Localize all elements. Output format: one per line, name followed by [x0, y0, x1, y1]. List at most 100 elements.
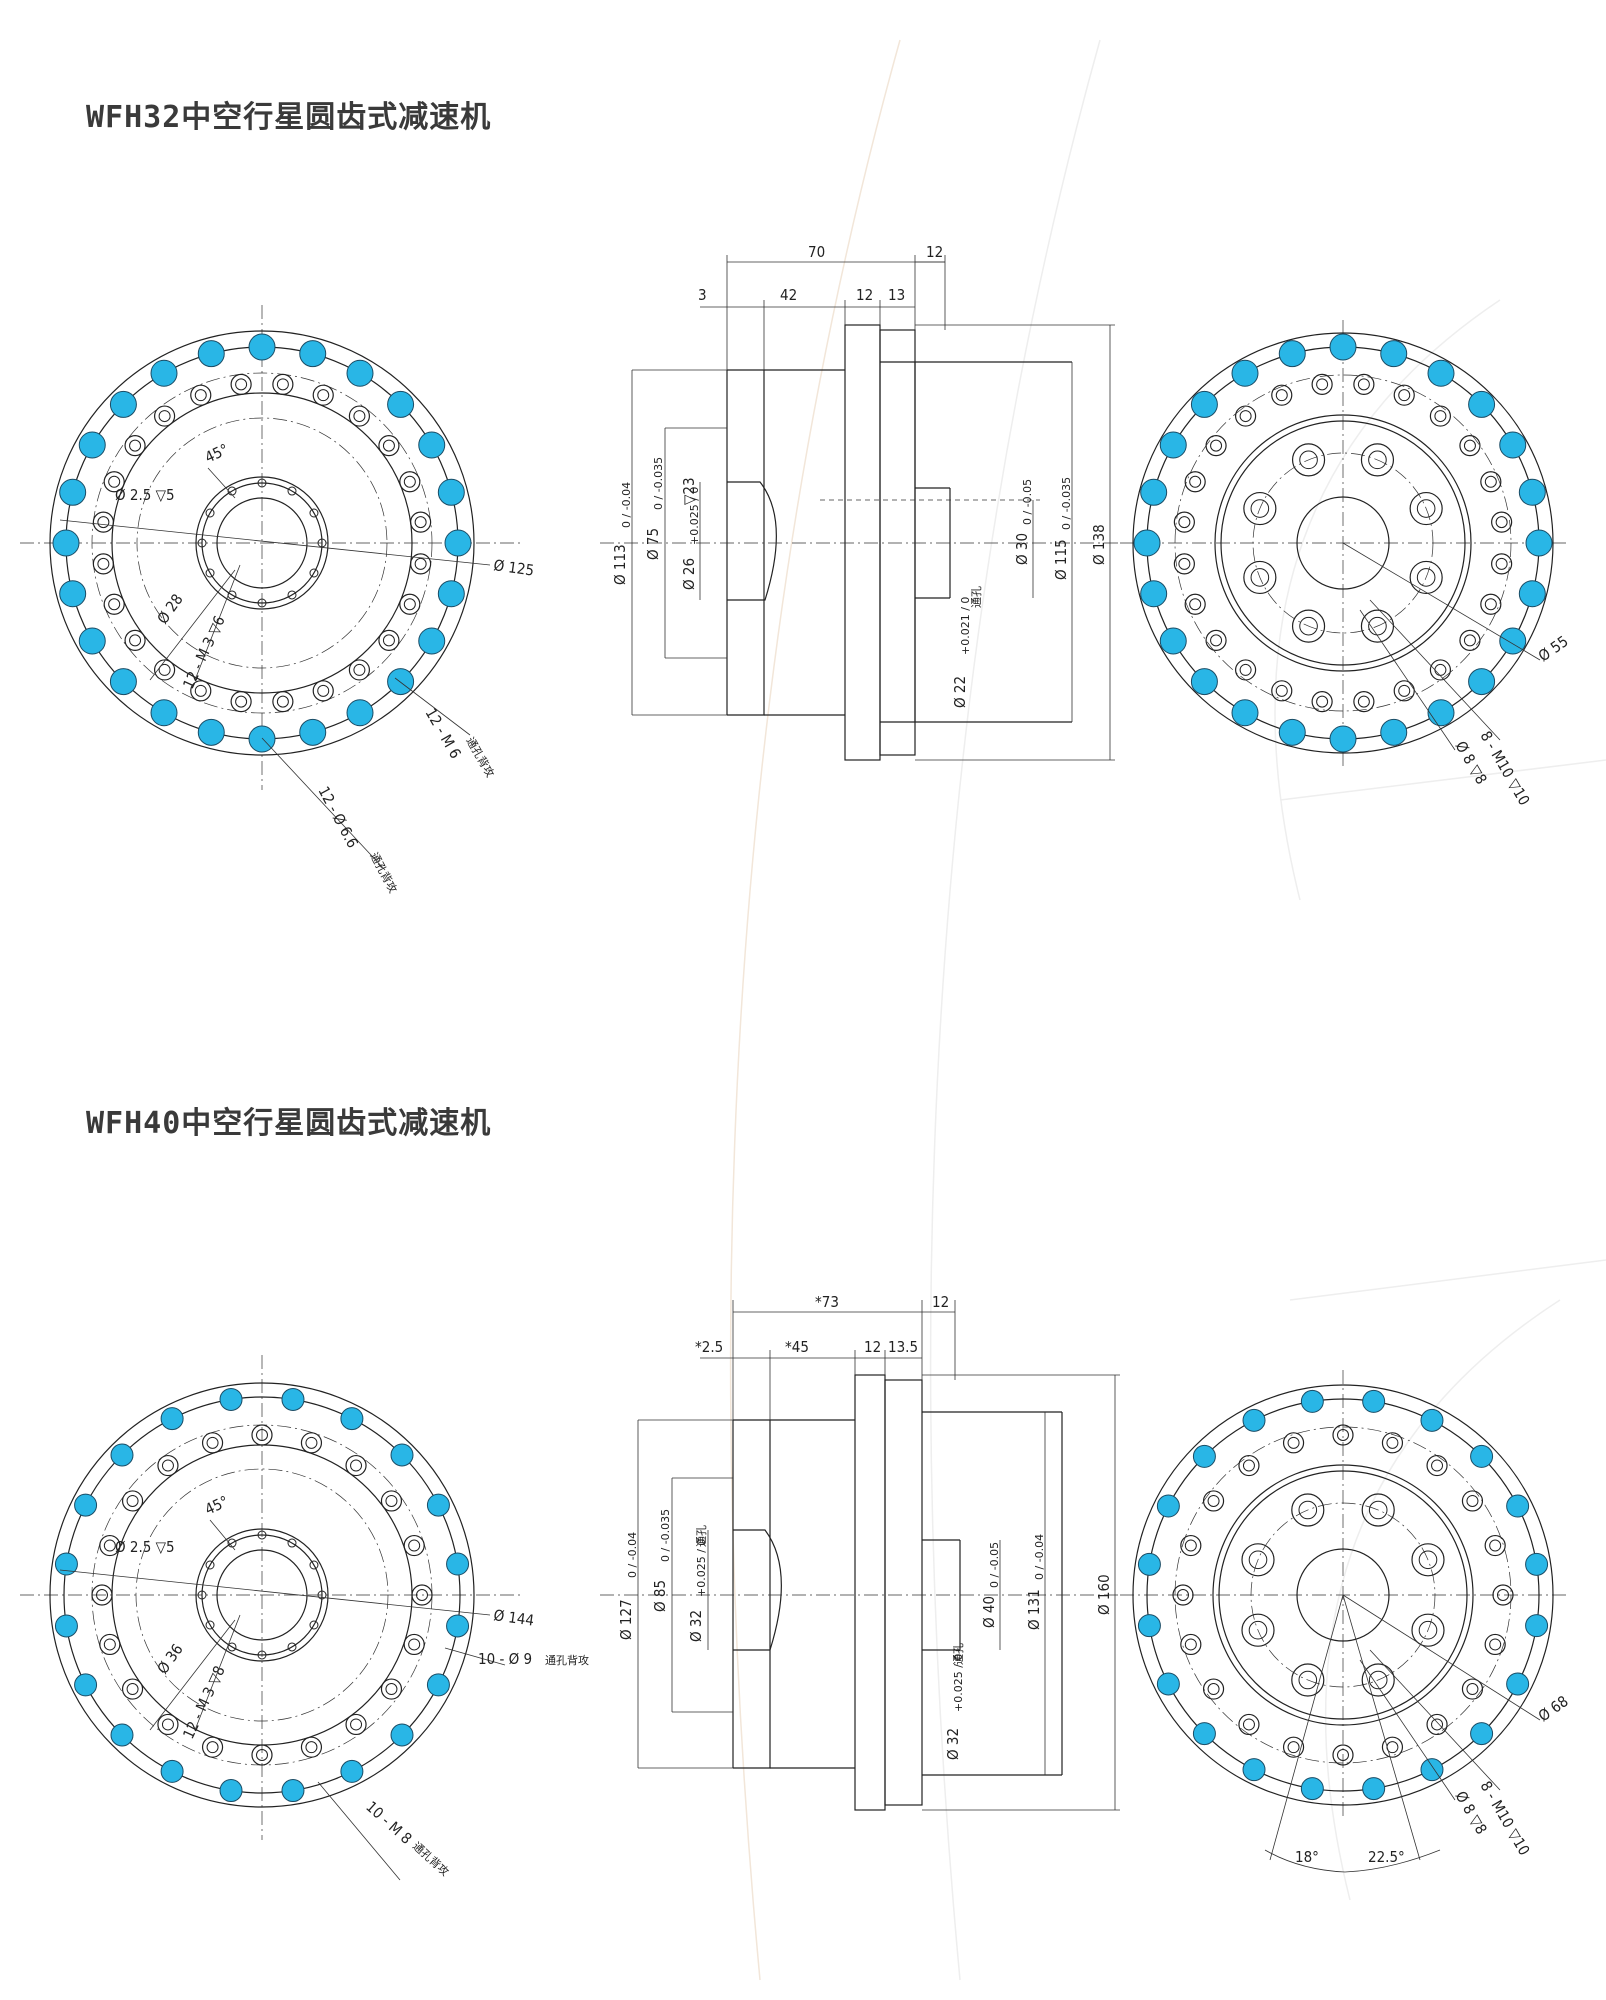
thread-hole [399, 593, 421, 615]
mount-hole [1506, 1494, 1530, 1518]
mount-hole [1159, 431, 1187, 459]
wfh32-side-d26: Ø 26 [680, 558, 698, 590]
mount-hole [1362, 1777, 1386, 1801]
thread-hole-inner [1463, 634, 1476, 647]
mount-hole [197, 718, 225, 746]
small-hole [287, 486, 297, 496]
mount-hole [1300, 1777, 1324, 1801]
thread-hole [380, 1678, 403, 1700]
thread-hole-inner [158, 663, 171, 676]
wfh40-side-d32b: Ø 32 [944, 1728, 962, 1760]
mount-hole [1518, 478, 1546, 506]
thread-hole [1180, 1633, 1202, 1656]
thread-hole [1243, 491, 1277, 526]
thread-hole-inner [1418, 1550, 1438, 1570]
mount-hole [1140, 478, 1168, 506]
mount-hole [437, 580, 465, 608]
thread-hole-ring [91, 1424, 433, 1766]
mount-hole [1190, 390, 1218, 418]
thread-hole [157, 1713, 179, 1736]
thread-hole [230, 373, 252, 395]
thread-hole-inner [97, 516, 110, 529]
mount-hole [1329, 725, 1357, 753]
blue-hole-ring [1137, 1389, 1549, 1801]
mount-hole [54, 1552, 78, 1576]
thread-hole [1426, 1454, 1448, 1477]
thread-hole-inner [1497, 1589, 1509, 1601]
thread-hole-inner [305, 1436, 318, 1449]
thread-hole [1429, 659, 1452, 681]
thread-hole-ring [1173, 373, 1513, 713]
mount-hole [299, 340, 327, 368]
mount-hole [1525, 1552, 1549, 1576]
thread-hole-inner [403, 598, 416, 611]
thread-hole-inner [1466, 1494, 1479, 1507]
mount-hole [78, 627, 106, 655]
thread-hole-inner [1386, 1436, 1399, 1449]
thread-hole [1282, 1432, 1305, 1454]
mount-hole [1420, 1758, 1444, 1782]
wfh32-side-depth23: ▽23 [680, 477, 698, 505]
thread-hole-inner [256, 1749, 268, 1761]
small-hole [317, 538, 327, 548]
wfh32-front-thread-holes: 12 - M 6 [422, 705, 465, 762]
thread-hole-inner [161, 1718, 174, 1731]
mount-hole [418, 431, 446, 459]
thread-hole [1361, 1493, 1395, 1527]
thread-hole-inner [1177, 1589, 1189, 1601]
thread-hole [1411, 1613, 1445, 1647]
thread-hole [1429, 405, 1452, 427]
mount-hole [1525, 1614, 1549, 1638]
thread-hole [157, 1454, 179, 1477]
wfh40-side-d32b-tol: +0.025 / 0 [952, 1654, 965, 1712]
wfh40-side-d40-tol: 0 / -0.05 [988, 1542, 1001, 1588]
thread-hole [92, 511, 114, 533]
title-wfh40: WFH40中空行星圆齿式减速机 [86, 1106, 492, 1141]
wfh40-side-d131: Ø 131 [1025, 1589, 1043, 1630]
thread-hole-inner [1184, 1539, 1197, 1552]
mount-hole [390, 1723, 414, 1747]
wfh32-front-through-note2: 通孔背攻 [367, 850, 400, 895]
thread-hole [1241, 1543, 1275, 1577]
thread-hole [403, 1633, 425, 1656]
thread-hole-inner [1484, 475, 1497, 488]
mount-hole [1278, 718, 1306, 746]
thread-hole-inner [1248, 1620, 1268, 1640]
thread-hole-inner [1210, 634, 1223, 647]
thread-hole [272, 373, 294, 395]
thread-hole-inner [1434, 663, 1447, 676]
thread-hole-inner [1242, 1718, 1255, 1731]
mount-hole [418, 627, 446, 655]
mount-hole [59, 478, 87, 506]
thread-hole-inner [1248, 1550, 1268, 1570]
small-hole [309, 568, 319, 578]
thread-hole [1484, 1534, 1506, 1557]
thread-hole [1459, 434, 1481, 457]
thread-hole-inner [1416, 499, 1436, 518]
thread-hole-inner [350, 1718, 363, 1731]
thread-hole [1353, 691, 1375, 713]
wfh40-front-center-thread: 12 - M 3 ▽8 [179, 1663, 228, 1742]
mount-hole [1156, 1672, 1180, 1696]
thread-hole [1205, 434, 1227, 457]
thread-hole [378, 434, 400, 457]
small-hole [227, 1538, 237, 1548]
thread-hole-inner [1316, 695, 1329, 708]
small-hole [197, 538, 207, 548]
mount-hole [426, 1493, 450, 1517]
wfh32-side-dim-42: 42 [780, 286, 797, 304]
thread-hole-inner [1299, 616, 1318, 636]
thread-hole [312, 680, 334, 702]
thread-hole [345, 1713, 367, 1736]
wfh32-front-pin-hole: Ø 2.5 ▽5 [115, 486, 175, 504]
thread-hole-inner [1298, 1670, 1318, 1690]
thread-hole-inner [1337, 1749, 1349, 1761]
thread-hole-inner [317, 684, 330, 697]
mount-hole [1190, 668, 1218, 696]
mount-hole [1156, 1494, 1180, 1518]
mount-hole [248, 333, 276, 361]
thread-hole [1332, 1424, 1354, 1446]
wfh40-front-through-note: 通孔背攻 [545, 1653, 589, 1667]
thread-hole-inner [408, 1539, 421, 1552]
